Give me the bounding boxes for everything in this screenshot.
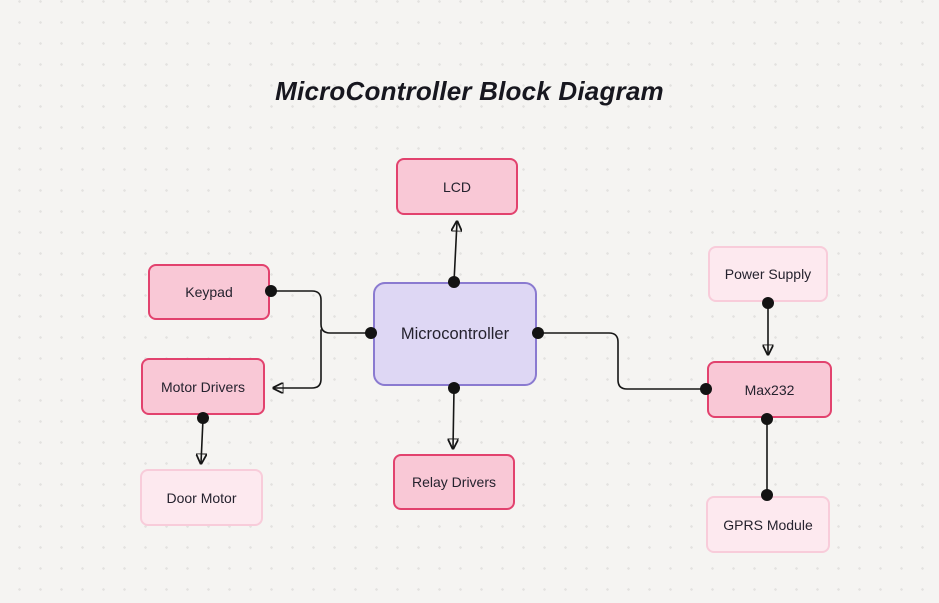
- node-power-supply: Power Supply: [708, 246, 828, 302]
- node-relay-drivers-label: Relay Drivers: [411, 474, 496, 490]
- diagram-title: MicroController Block Diagram: [275, 76, 664, 106]
- edge-microcontroller-to-motor-drivers: [274, 329, 322, 388]
- node-keypad-label: Keypad: [185, 284, 233, 300]
- node-lcd-label: LCD: [442, 178, 471, 195]
- node-lcd: LCD: [396, 158, 518, 215]
- node-motor-drivers-label: Motor Drivers: [160, 378, 245, 395]
- node-gprs-module: GPRS Module: [706, 496, 830, 553]
- edge-microcontroller-to-max232: [537, 332, 704, 390]
- edge-microcontroller-to-lcd: [454, 222, 457, 283]
- node-door-motor: Door Motor: [140, 469, 263, 526]
- node-max232: Max232: [707, 361, 832, 418]
- node-motor-drivers: Motor Drivers: [141, 358, 265, 415]
- node-microcontroller: Microcontroller: [373, 282, 537, 386]
- node-max232-label: Max232: [744, 381, 795, 398]
- node-microcontroller-label: Microcontroller: [400, 324, 510, 343]
- node-door-motor-label: Door Motor: [166, 489, 237, 506]
- node-power-supply-label: Power Supply: [724, 266, 812, 282]
- edge-keypad-to-microcontroller: [270, 290, 369, 334]
- node-relay-drivers: Relay Drivers: [393, 454, 515, 510]
- edge-motor-drivers-to-door-motor: [201, 418, 203, 463]
- edge-microcontroller-to-relay-drivers: [453, 388, 454, 448]
- node-gprs-module-label: GPRS Module: [723, 516, 813, 533]
- node-keypad: Keypad: [148, 264, 270, 320]
